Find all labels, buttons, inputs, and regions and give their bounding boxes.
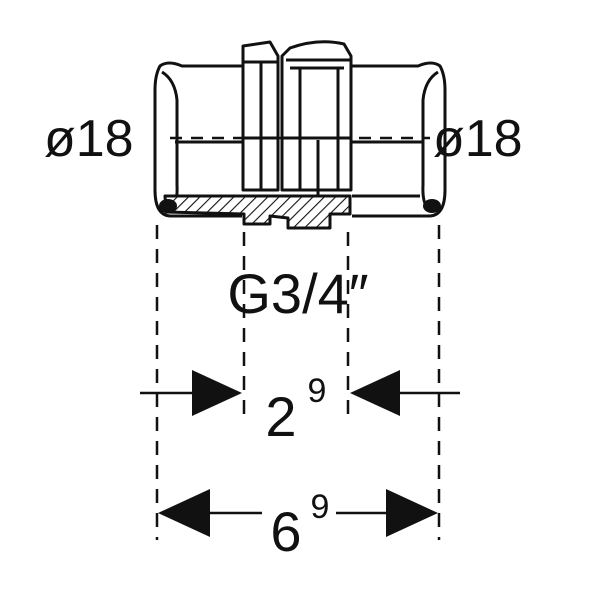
left-socket-outline [153,61,242,218]
left-hex-nut [241,40,280,192]
right-socket-outline [352,61,447,218]
left-seal-ring [159,199,177,213]
dimension-outer-arrow-left [158,489,210,537]
right-seal-ring [423,199,441,213]
diameter-right-label: ø18 [433,110,523,168]
extension-lines [155,225,441,540]
dimension-outer-base: 6 [270,500,301,563]
dimension-inner-base: 2 [265,385,296,448]
dimension-inner-arrow-left [192,370,242,416]
dimension-outer [158,489,438,537]
thread-label: G3/4″ [227,262,368,325]
left-socket-inner [161,70,179,212]
dimension-inner-exponent: 9 [308,372,327,410]
fitting-body [153,40,447,218]
diameter-left-label: ø18 [44,110,134,168]
dimension-inner-arrow-right [350,370,400,416]
dimension-outer-arrow-right [386,489,438,537]
section-hatch [163,194,352,230]
dimension-outer-exponent: 9 [311,488,330,526]
dimension-inner [140,370,460,416]
